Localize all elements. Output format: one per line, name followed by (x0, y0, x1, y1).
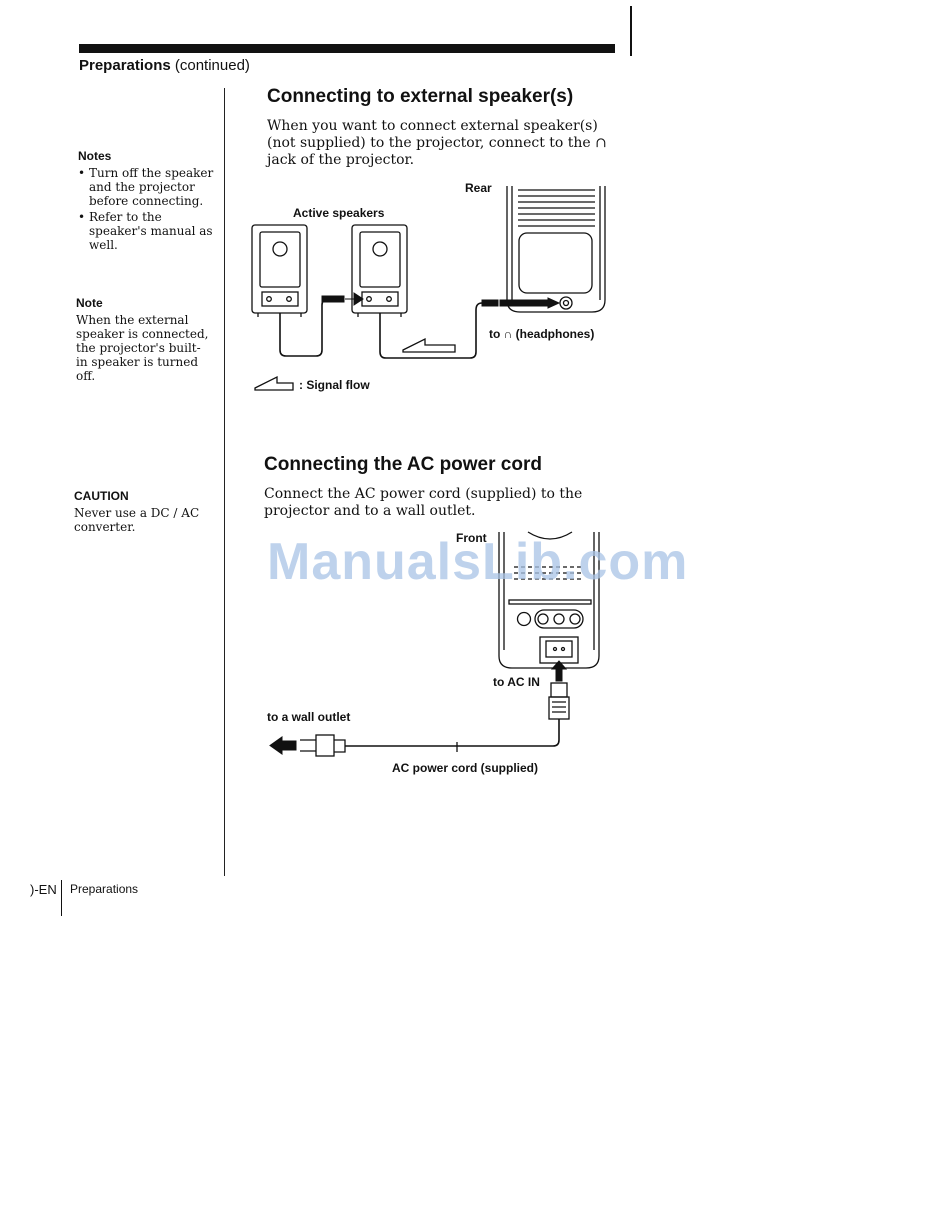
label-to-headphones: to ∩ (headphones) (489, 327, 595, 341)
note-block: Note When the external speaker is connec… (76, 296, 211, 383)
label-active-speakers: Active speakers (293, 206, 385, 220)
caution-text: Never use a DC / AC converter. (74, 506, 200, 534)
label-to-ac-in: to AC IN (493, 675, 540, 689)
caution-block: CAUTION Never use a DC / AC converter. (74, 489, 209, 534)
projector-front (498, 531, 600, 669)
note-heading: Note (76, 296, 103, 310)
header-continued: (continued) (170, 57, 250, 74)
column-divider (224, 88, 225, 876)
header-rule (79, 44, 615, 53)
notes-list: Turn off the speaker and the projector b… (78, 166, 218, 252)
label-front: Front (456, 531, 487, 545)
page-number: )-EN (30, 882, 57, 897)
notes-block: Notes Turn off the speaker and the proje… (78, 149, 218, 254)
section-body-ac-power: Connect the AC power cord (supplied) to … (264, 486, 583, 519)
footer-section-name: Preparations (70, 882, 139, 896)
note-text: When the external speaker is connected, … (76, 313, 209, 383)
section-body-speakers: When you want to connect external speake… (267, 118, 607, 168)
label-signal-flow: : Signal flow (299, 378, 370, 392)
label-ac-power-cord: AC power cord (supplied) (392, 761, 539, 775)
notes-heading: Notes (78, 149, 112, 163)
caution-heading: CAUTION (74, 489, 129, 503)
notes-item: Turn off the speaker and the projector b… (78, 166, 218, 208)
page-header: Preparations (continued) (79, 57, 250, 74)
notes-item: Refer to the speaker's manual as well. (78, 210, 218, 252)
section-title-ac-power: Connecting the AC power cord (264, 454, 542, 475)
watermark: ManualsLib.com (267, 533, 689, 591)
label-rear: Rear (465, 181, 492, 195)
label-to-wall-outlet: to a wall outlet (267, 710, 351, 724)
projector-rear (506, 186, 606, 313)
page-edge-mark (630, 6, 632, 56)
section-title-speakers: Connecting to external speaker(s) (267, 86, 574, 107)
header-title: Preparations (79, 57, 171, 74)
footer-divider (61, 880, 62, 916)
